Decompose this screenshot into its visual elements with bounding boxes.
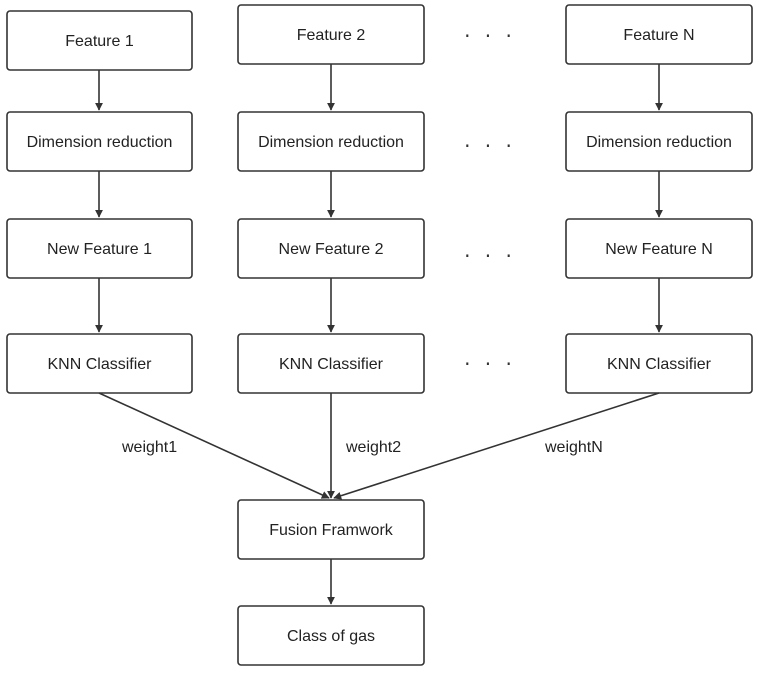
fusion-framework-box: Fusion Framwork	[237, 499, 425, 560]
feature-2-label: Feature 2	[297, 27, 366, 44]
weight-1-label: weight1	[121, 439, 177, 456]
ellipsis-row-2: · · ·	[464, 134, 516, 158]
new-feature-2-box: New Feature 2	[237, 218, 425, 279]
class-of-gas-label: Class of gas	[287, 628, 375, 645]
new-feature-1-box: New Feature 1	[6, 218, 193, 279]
dimension-reduction-1-box: Dimension reduction	[6, 111, 193, 172]
new-feature-n-label: New Feature N	[605, 241, 713, 258]
ellipsis-group: · · · · · · · · · · · ·	[464, 24, 516, 376]
new-feature-1-label: New Feature 1	[47, 241, 152, 258]
feature-n-box: Feature N	[565, 4, 753, 65]
knn-classifier-2-box: KNN Classifier	[237, 333, 425, 394]
feature-1-label: Feature 1	[65, 33, 134, 50]
dimension-reduction-1-label: Dimension reduction	[27, 134, 173, 151]
feature-1-box: Feature 1	[6, 10, 193, 71]
weight-n-label: weightN	[544, 439, 603, 456]
new-feature-n-box: New Feature N	[565, 218, 753, 279]
feature-n-label: Feature N	[623, 27, 694, 44]
dimension-reduction-n-label: Dimension reduction	[586, 134, 732, 151]
knn-classifier-n-label: KNN Classifier	[607, 356, 712, 373]
arrow-knn-n-to-fusion	[333, 392, 660, 500]
fusion-framework-label: Fusion Framwork	[269, 522, 394, 539]
ellipsis-row-3: · · ·	[464, 244, 516, 268]
new-feature-2-label: New Feature 2	[279, 241, 384, 258]
ellipsis-row-4: · · ·	[464, 352, 516, 376]
knn-classifier-1-label: KNN Classifier	[47, 356, 152, 373]
dimension-reduction-2-label: Dimension reduction	[258, 134, 404, 151]
arrow-knn-1-to-fusion	[98, 392, 330, 499]
class-of-gas-box: Class of gas	[237, 605, 425, 666]
dimension-reduction-2-box: Dimension reduction	[237, 111, 425, 172]
feature-2-box: Feature 2	[237, 4, 425, 65]
dimension-reduction-n-box: Dimension reduction	[565, 111, 753, 172]
knn-classifier-1-box: KNN Classifier	[6, 333, 193, 394]
knn-classifier-n-box: KNN Classifier	[565, 333, 753, 394]
weight-2-label: weight2	[345, 439, 401, 456]
knn-classifier-2-label: KNN Classifier	[279, 356, 384, 373]
ellipsis-row-1: · · ·	[464, 24, 516, 48]
